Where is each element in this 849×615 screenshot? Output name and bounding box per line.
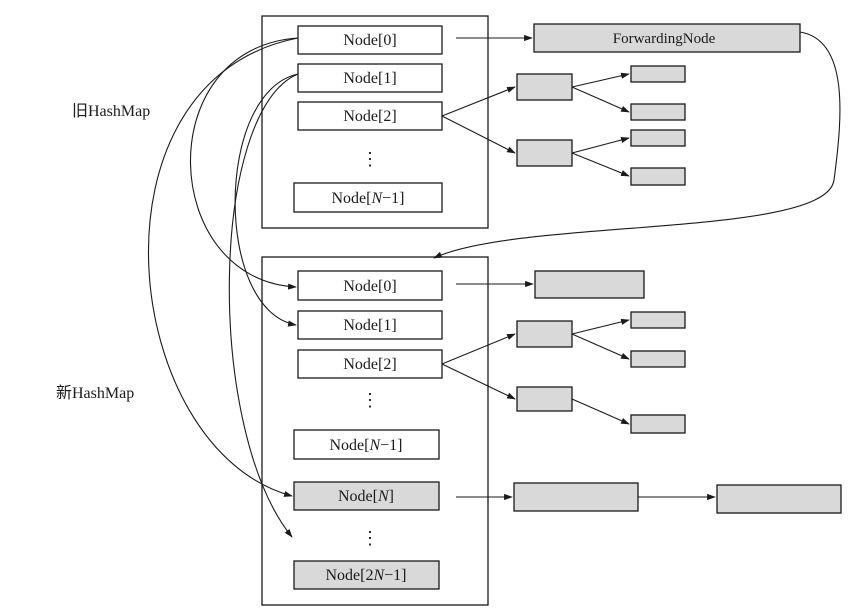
old-bucket-b-to-b1-arrow xyxy=(571,137,630,154)
new-bucket-b-to-b1-arrow xyxy=(571,398,630,425)
new-node-2-label: Node[2] xyxy=(343,356,396,373)
old-bucket-b xyxy=(516,139,573,167)
old-node-2-to-bucket-b-arrow xyxy=(441,115,516,154)
old-node-0-box xyxy=(297,25,443,55)
old-table-ellipsis: ⋮ xyxy=(361,149,379,169)
old-node-n-minus-1-box xyxy=(293,182,443,213)
new-node-n-box xyxy=(293,481,440,511)
new-hashmap-label: 新HashMap xyxy=(56,384,134,402)
new-node-2-to-bucket-a-arrow xyxy=(441,333,516,365)
old-bucket-b-to-b2-arrow xyxy=(571,152,630,177)
old-bucket-a xyxy=(516,73,573,101)
new-node-1-label: Node[1] xyxy=(343,317,396,334)
new-node-n-label: Node[N] xyxy=(338,488,394,505)
new-bucket-a-to-a2-arrow xyxy=(571,333,630,360)
new-node-2-to-bucket-b-arrow xyxy=(441,363,516,400)
old-node-0-to-new-node-n-curve xyxy=(148,37,299,497)
new-bucket-n-2 xyxy=(716,484,842,514)
old-table-frame xyxy=(261,15,489,229)
new-node-2n-minus-1-label: Node[2N−1] xyxy=(325,567,406,584)
old-bucket-b1 xyxy=(630,129,686,147)
old-node-1-to-new-node-1-curve xyxy=(234,73,299,327)
new-bucket-a2 xyxy=(630,350,686,368)
new-table-frame xyxy=(261,256,489,606)
forwarding-node-label: ForwardingNode xyxy=(613,31,716,47)
new-node-2n-minus-1-box xyxy=(293,560,440,590)
old-bucket-a2 xyxy=(630,103,686,121)
old-node-1-label: Node[1] xyxy=(343,70,396,87)
new-node-2-box xyxy=(297,349,443,379)
new-bucket-a xyxy=(516,320,573,348)
new-bucket-0 xyxy=(534,270,645,299)
new-node-0-label: Node[0] xyxy=(343,278,396,295)
old-bucket-a-to-a1-arrow xyxy=(571,72,630,88)
old-node-2-label: Node[2] xyxy=(343,108,396,125)
new-table-ellipsis-2: ⋮ xyxy=(361,528,379,548)
new-node-0-box xyxy=(297,270,443,301)
new-node-1-box xyxy=(297,310,443,340)
old-node-1-box xyxy=(297,63,443,93)
old-node-1-to-new-node-n-plus-1-curve xyxy=(228,73,299,538)
new-node-n-minus-1-label: Node[N−1] xyxy=(329,437,402,454)
old-hashmap-label: 旧HashMap xyxy=(72,102,150,120)
old-node-0-label: Node[0] xyxy=(343,32,396,49)
old-node-0-to-new-node-0-curve xyxy=(190,37,299,290)
new-node-n-minus-1-box xyxy=(293,429,440,460)
new-bucket-b xyxy=(516,386,573,412)
old-bucket-b2 xyxy=(630,167,686,186)
old-node-n-minus-1-label: Node[N−1] xyxy=(331,190,404,207)
old-bucket-a-to-a2-arrow xyxy=(571,86,630,113)
new-bucket-a-to-a1-arrow xyxy=(571,318,630,335)
forwarding-node-box xyxy=(533,23,801,53)
old-bucket-a1 xyxy=(630,65,686,83)
new-bucket-n-1 xyxy=(513,482,639,512)
new-bucket-b1 xyxy=(630,414,686,434)
forwarding-to-new-table-arrow xyxy=(433,31,841,259)
old-node-2-to-bucket-a-arrow xyxy=(441,86,516,117)
new-table-ellipsis-1: ⋮ xyxy=(361,390,379,410)
new-bucket-a1 xyxy=(630,311,686,329)
